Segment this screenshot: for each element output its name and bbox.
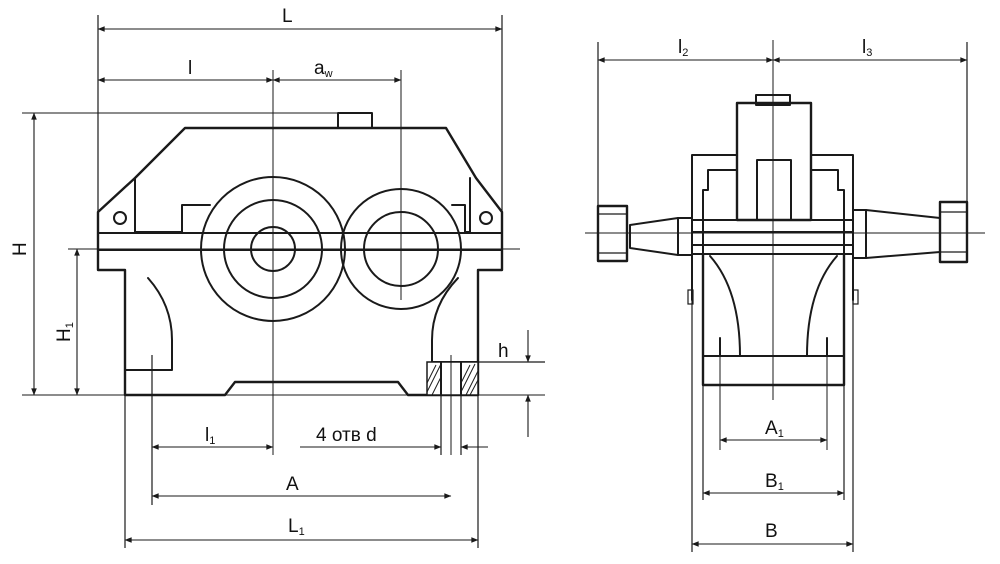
dim-label-aw: aw [314,58,333,80]
shaft-nut-right [938,200,969,264]
dim-label-B: B [765,521,778,542]
lifting-lug-right [479,211,493,225]
dim-label-H1: H1 [54,322,76,342]
cover-shoulders [691,154,854,301]
side-detail-left [687,289,694,305]
dim-label-l1: l1 [205,425,215,447]
dim-label-B1: B1 [765,471,784,493]
top-window [756,159,792,221]
dim-label-A: A [286,474,299,495]
foot-section [426,361,479,396]
dim-label-L: L [282,6,293,27]
dim-label-A1: A1 [765,418,784,440]
foot-hatching [426,363,479,396]
base-curve-right [431,277,479,363]
cover-rib-left [134,204,211,233]
dim-label-L1: L1 [288,516,305,538]
side-view: l2 l3 A1 B1 B [585,37,985,552]
housing-outline [96,126,504,397]
input-shaft-left [629,217,693,256]
dim-label-holes: 4 отв d [316,425,377,446]
breather-cap [337,112,373,129]
dim-label-l: l [188,58,192,79]
dim-label-l3: l3 [862,37,872,59]
body-curve-left [709,255,741,357]
front-view: L l aw H H1 h l1 4 отв d A L1 [10,6,545,548]
body-curve-right [806,255,838,357]
cover-rib-right [451,204,471,233]
lifting-lug-left [113,211,127,225]
dim-label-H: H [10,242,31,256]
base-curve-left [124,277,173,371]
top-boss [735,101,813,222]
side-detail-right [852,289,859,305]
dim-label-h: h [498,341,509,362]
dim-label-l2: l2 [678,37,688,59]
cover-inner [702,169,845,301]
